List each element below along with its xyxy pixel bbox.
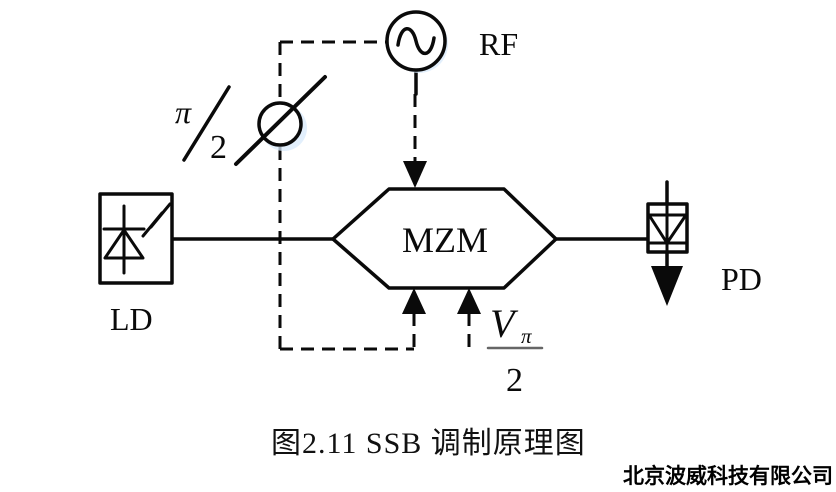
rf-label: RF xyxy=(479,26,518,62)
bias-arrow-bottom-right-icon xyxy=(457,288,481,314)
ld-label: LD xyxy=(110,301,153,337)
phase-arrow-bottom-left-icon xyxy=(402,288,426,314)
phase-denominator: 2 xyxy=(210,129,227,166)
pd-output-arrow-icon xyxy=(651,266,683,306)
phase-shifter-icon xyxy=(234,75,327,166)
bias-voltage-label: V π 2 xyxy=(486,301,544,399)
dashed-rf-to-phase-line xyxy=(278,40,416,351)
mzm-label: MZM xyxy=(402,220,488,260)
dashed-rf-to-mzm-line xyxy=(413,94,471,347)
bias-denominator: 2 xyxy=(506,362,523,399)
laser-diode-icon xyxy=(98,192,174,285)
bias-subscript: π xyxy=(521,324,532,348)
ssb-modulation-diagram: RF π 2 LD MZM xyxy=(98,10,762,399)
phase-numerator: π xyxy=(175,94,192,130)
phase-fraction-slash xyxy=(182,85,231,162)
bias-symbol: V xyxy=(490,301,519,346)
rf-source-icon xyxy=(385,10,448,73)
figure-caption: 图2.11 SSB 调制原理图 xyxy=(271,427,586,460)
pd-label: PD xyxy=(721,261,762,297)
mzm-shape xyxy=(331,187,558,290)
phase-shift-value: π 2 xyxy=(175,85,231,166)
company-watermark: 北京波威科技有限公司 xyxy=(623,465,833,488)
rf-arrow-top-icon xyxy=(403,161,427,188)
photodiode-icon xyxy=(646,180,689,270)
